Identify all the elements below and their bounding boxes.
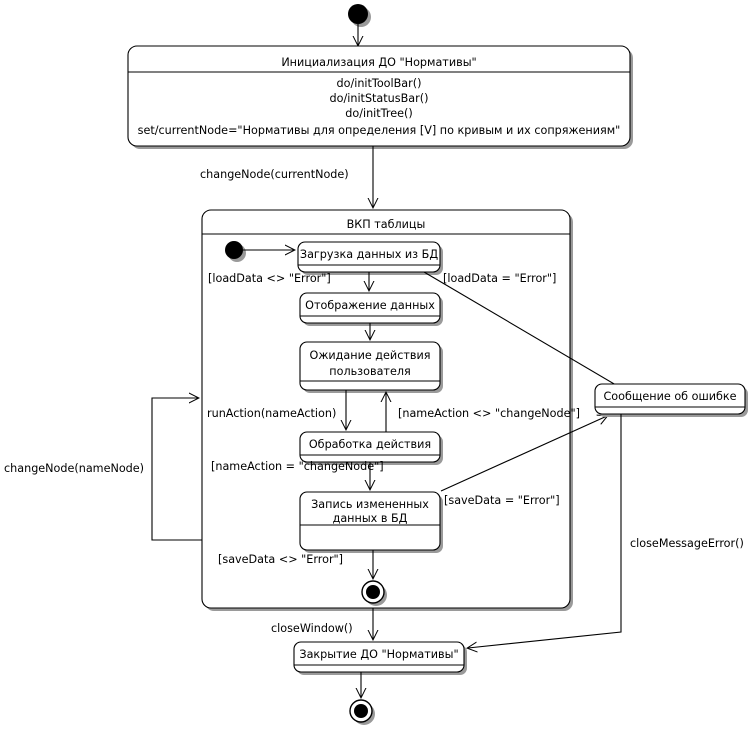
transition-load-to-error-label: [loadData = "Error"] (443, 272, 556, 285)
state-process-action-label: Обработка действия (309, 438, 431, 451)
inner-initial-pseudostate (225, 241, 246, 262)
transition-process-to-save-label: [nameAction = "changeNode"] (211, 460, 384, 473)
state-wait-user-action[interactable]: Ожидание действия пользователя (299, 341, 443, 393)
transition-save-to-error-label: [saveData = "Error"] (444, 494, 560, 507)
state-load-data-label: Загрузка данных из БД (300, 248, 438, 261)
transition-composite-self-loop-label: changeNode(nameNode) (4, 462, 144, 475)
final-state (349, 699, 375, 725)
state-initialization-action-3: set/currentNode="Нормативы для определен… (138, 124, 621, 137)
transition-init-to-composite-label: changeNode(currentNode) (200, 168, 349, 181)
state-load-data[interactable]: Загрузка данных из БД (297, 241, 443, 275)
state-wait-user-action-line1: Ожидание действия (310, 349, 431, 362)
transition-composite-to-close-label: closeWindow() (271, 622, 353, 635)
state-process-action[interactable]: Обработка действия (299, 431, 443, 465)
state-initialization-title: Инициализация ДО "Нормативы" (281, 56, 476, 69)
state-display-data-label: Отображение данных (305, 299, 435, 312)
transition-save-to-error (440, 416, 607, 492)
state-display-data[interactable]: Отображение данных (299, 292, 443, 326)
inner-final-state (361, 580, 387, 606)
transition-composite-self-loop (151, 398, 202, 541)
transition-error-to-close (468, 414, 622, 648)
state-close-document-label: Закрытие ДО "Нормативы" (299, 648, 458, 661)
state-wait-user-action-line2: пользователя (329, 365, 410, 378)
state-initialization-action-0: do/initToolBar() (337, 77, 422, 90)
composite-state-title: ВКП таблицы (347, 218, 426, 231)
transition-save-to-final-label: [saveData <> "Error"] (218, 553, 343, 566)
transition-process-to-wait-label: [nameAction <> "changeNode"] (398, 407, 580, 420)
initial-pseudostate (348, 4, 371, 27)
transition-load-to-display-label: [loadData <> "Error"] (208, 272, 331, 285)
state-save-data-line1: Запись измененных (311, 498, 429, 511)
state-save-data-line2: данных в БД (333, 512, 408, 525)
state-save-data[interactable]: Запись измененных данных в БД (299, 491, 443, 553)
state-close-document[interactable]: Закрытие ДО "Нормативы" (293, 641, 467, 675)
state-initialization-action-2: do/initTree() (345, 107, 412, 120)
transition-load-to-error (423, 271, 638, 398)
state-initialization-action-1: do/initStatusBar() (330, 92, 429, 105)
state-initialization[interactable]: Инициализация ДО "Нормативы" do/initTool… (127, 45, 633, 149)
state-error-message[interactable]: Сообщение об ошибке (594, 383, 748, 417)
transition-wait-to-process-label: runAction(nameAction) (207, 407, 336, 420)
transition-error-to-close-label: closeMessageError() (630, 537, 744, 550)
state-error-message-label: Сообщение об ошибке (603, 390, 736, 403)
